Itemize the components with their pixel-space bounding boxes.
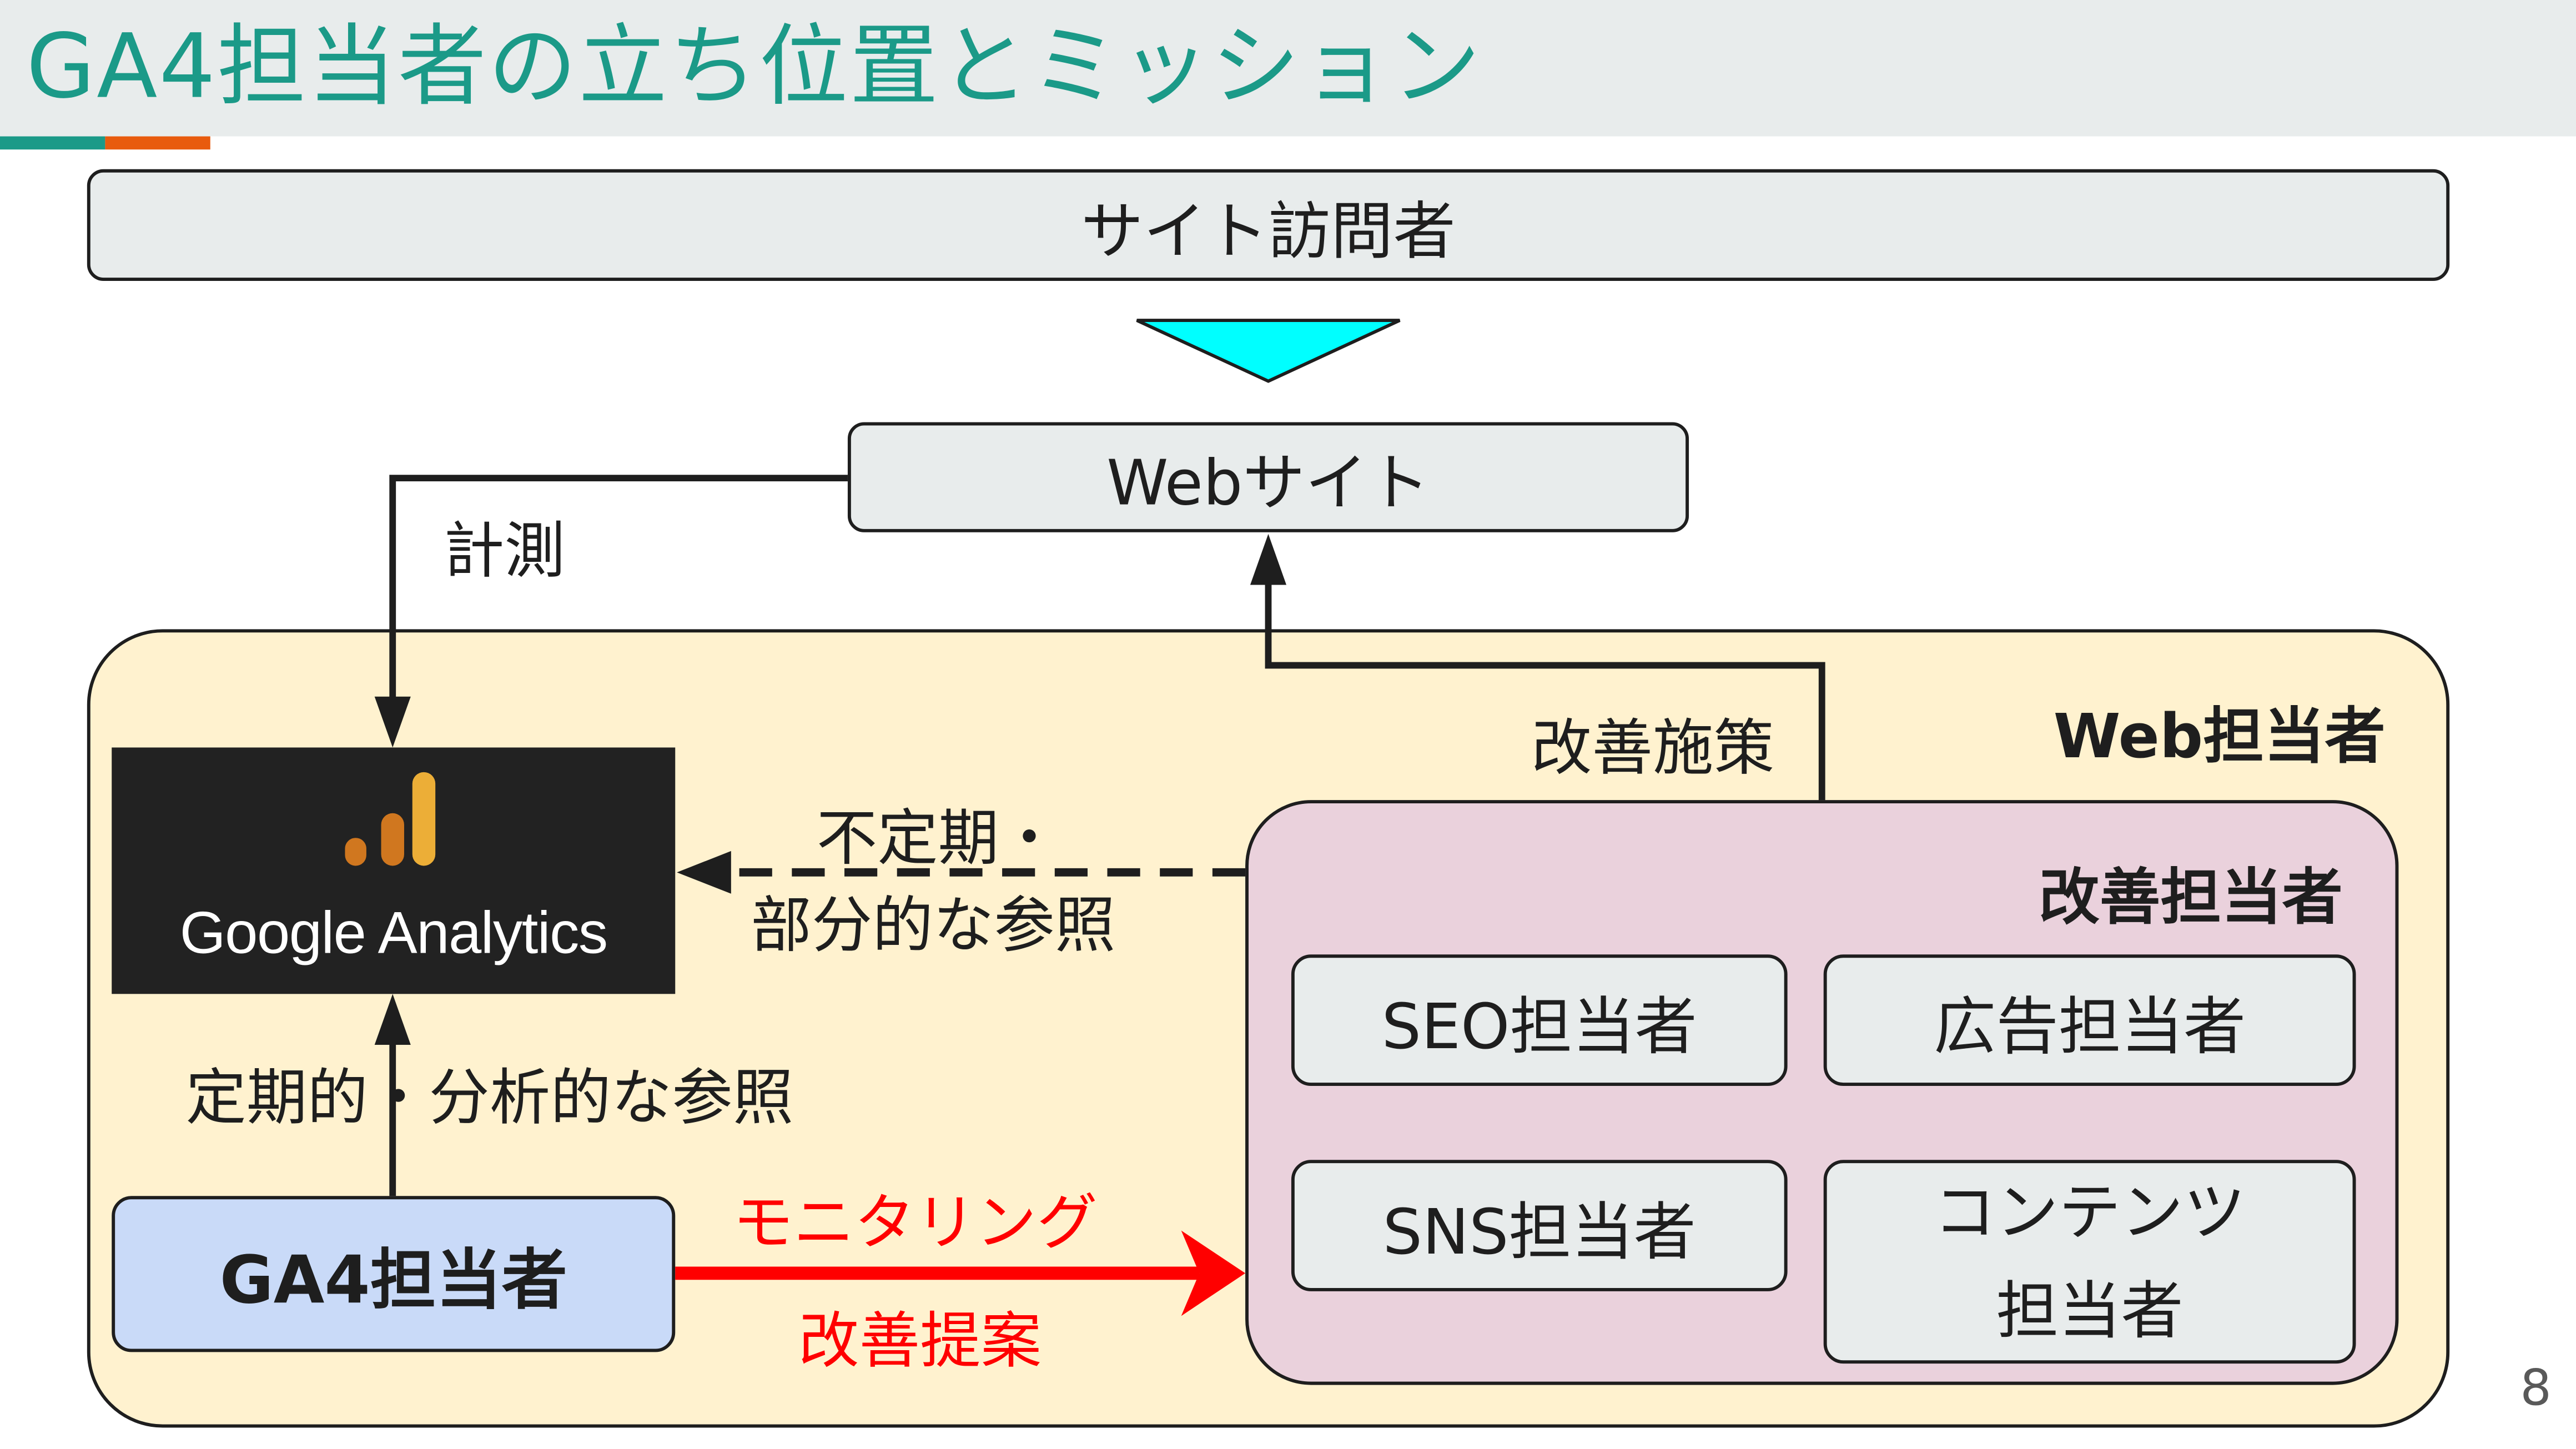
ad-staff-label: 広告担当者 — [1933, 989, 2246, 1063]
ga4-staff-node: GA4担当者 — [112, 1196, 676, 1352]
improvement-measures-edge-label: 改善施策 — [1531, 713, 1774, 784]
google-analytics-bar-tall-icon — [412, 772, 436, 866]
improvement-suggestion-edge-label: 改善提案 — [798, 1306, 1042, 1377]
content-staff-label-line2: 担当者 — [1996, 1275, 2183, 1347]
website-label: Webサイト — [1106, 446, 1430, 520]
google-analytics-bar-medium-icon — [381, 813, 404, 866]
sns-staff-label: SNS担当者 — [1382, 1195, 1696, 1268]
title-accent-orange — [105, 136, 210, 150]
content-staff-label-line1: コンテンツ — [1933, 1176, 2246, 1249]
sns-staff-node: SNS担当者 — [1291, 1160, 1788, 1291]
improvement-staff-group-label: 改善担当者 — [2039, 862, 2343, 933]
measure-edge-label: 計測 — [443, 516, 565, 587]
regular-reference-edge-label: 定期的・分析的な参照 — [185, 1063, 794, 1134]
site-visitor-node: サイト訪問者 — [87, 169, 2450, 281]
irregular-reference-edge-label-line2: 部分的な参照 — [751, 890, 1116, 962]
website-node: Webサイト — [847, 422, 1689, 532]
monitoring-edge-label: モニタリング — [732, 1188, 1098, 1259]
page-number: 8 — [2520, 1360, 2552, 1418]
google-analytics-wordmark: Google Analytics — [179, 898, 608, 967]
google-analytics-bar-short-icon — [345, 838, 366, 866]
web-staff-group-label: Web担当者 — [2053, 701, 2386, 772]
content-staff-node: コンテンツ 担当者 — [1823, 1160, 2356, 1364]
site-visitor-label: サイト訪問者 — [1081, 194, 1456, 267]
improvement-measures-arrow-head-icon — [1250, 534, 1287, 585]
seo-staff-node: SEO担当者 — [1291, 954, 1788, 1086]
seo-staff-label: SEO担当者 — [1381, 989, 1697, 1063]
ga4-staff-label: GA4担当者 — [219, 1242, 567, 1319]
google-analytics-logo: Google Analytics — [112, 747, 676, 994]
title-accent-teal — [0, 136, 105, 150]
title-band — [0, 0, 2576, 137]
down-triangle-icon — [1136, 319, 1401, 383]
page-title: GA4担当者の立ち位置とミッション — [26, 14, 1482, 119]
ad-staff-node: 広告担当者 — [1823, 954, 2356, 1086]
irregular-reference-edge-label-line1: 不定期・ — [816, 803, 1060, 874]
